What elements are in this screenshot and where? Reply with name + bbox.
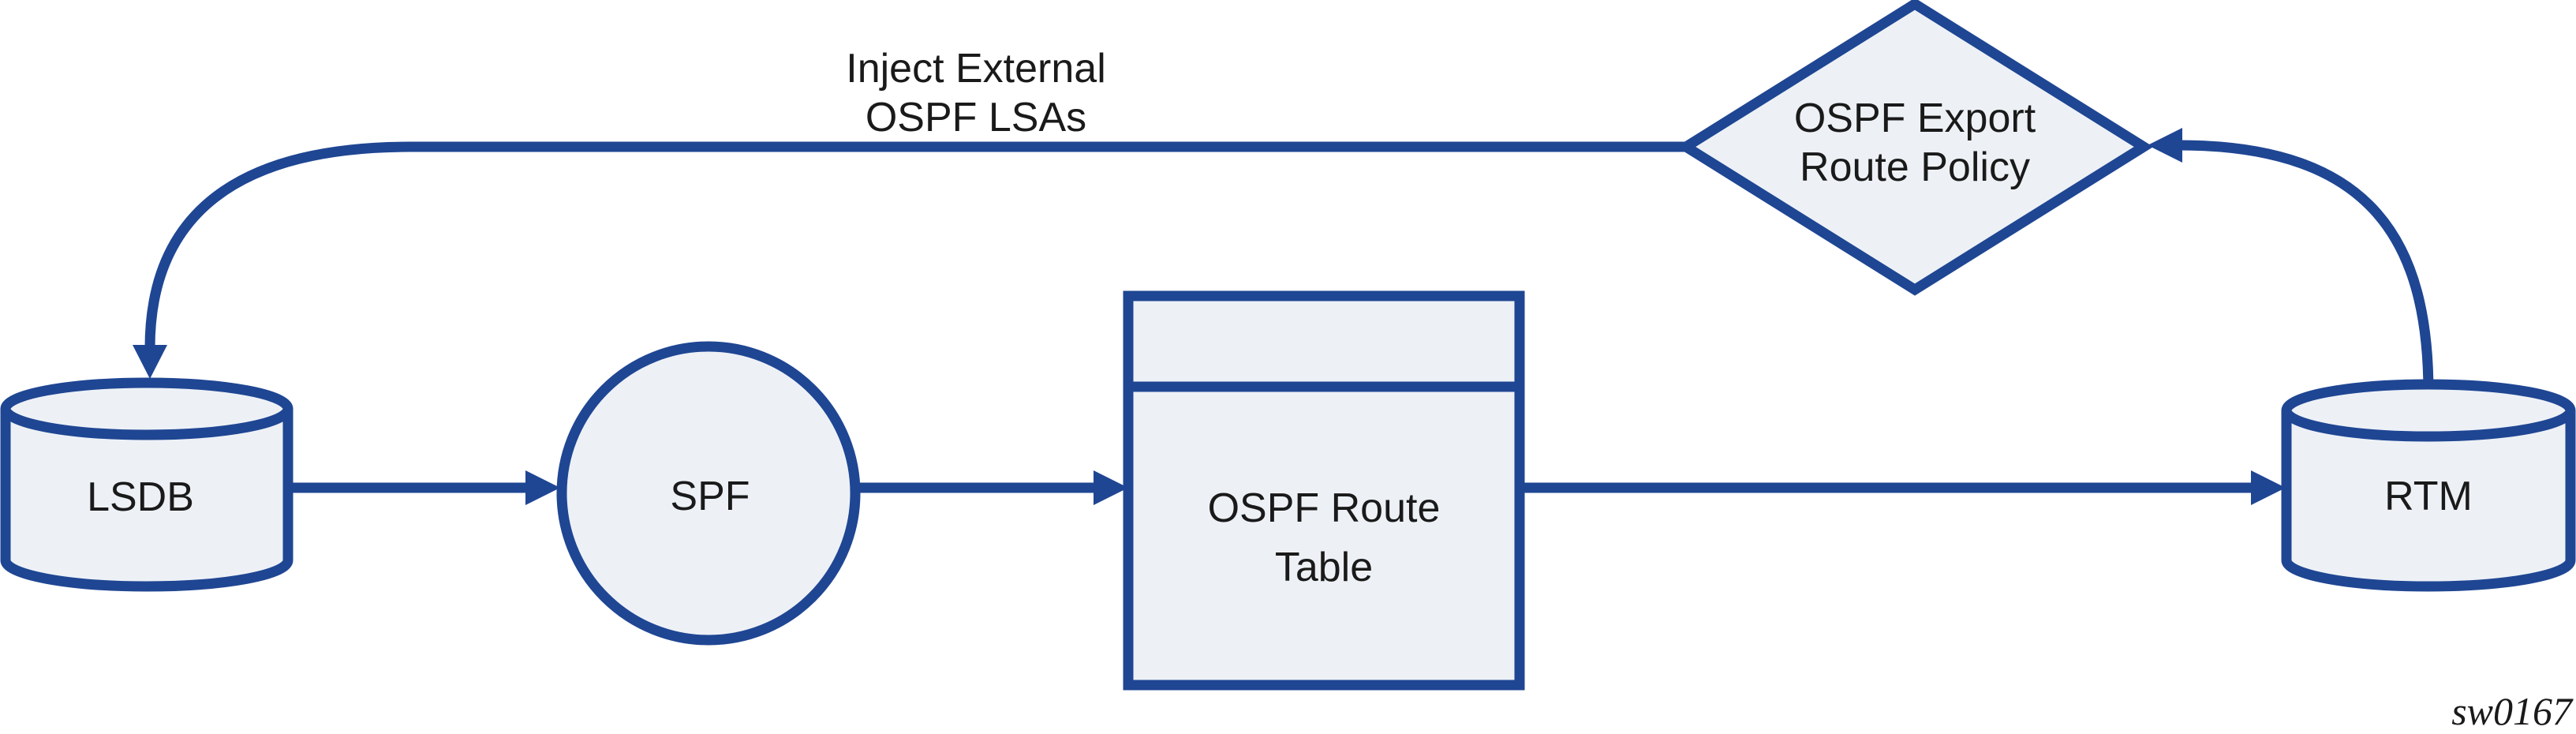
arrowhead-into-rtm-icon — [2251, 470, 2286, 505]
spf-label: SPF — [670, 474, 750, 519]
edge-rtm-to-export-policy — [2178, 140, 2434, 394]
inject-annotation-line1: Inject External — [846, 46, 1106, 92]
rtm-label: RTM — [2384, 474, 2473, 519]
figure-caption: sw0167 — [2451, 689, 2574, 733]
edge-export-policy-to-lsdb — [144, 141, 1686, 349]
arrowhead-into-export-policy-icon — [2148, 128, 2182, 163]
route-table-box — [1123, 290, 1525, 691]
export-policy-label-line1: OSPF Export — [1794, 95, 2036, 141]
lsdb-cylinder-top — [0, 377, 293, 440]
arrowhead-into-route-table-icon — [1094, 470, 1128, 505]
rtm-cylinder-body — [2281, 410, 2576, 592]
route-table-label-line1: OSPF Route — [1208, 485, 1441, 531]
node-route-table: OSPF Route Table — [1123, 290, 1525, 691]
arrowhead-into-lsdb-icon — [133, 345, 167, 379]
inject-annotation-line2: OSPF LSAs — [866, 95, 1086, 140]
node-rtm: RTM — [2281, 379, 2576, 592]
spf-circle — [556, 341, 861, 646]
export-policy-label-line2: Route Policy — [1800, 144, 2030, 190]
lsdb-cylinder-body — [0, 409, 293, 592]
node-spf: SPF — [556, 341, 861, 646]
rtm-cylinder-top — [2281, 379, 2576, 442]
route-table-label-line2: Table — [1275, 545, 1373, 590]
inject-external-annotation: Inject External OSPF LSAs — [846, 46, 1106, 140]
node-export-policy: OSPF Export Route Policy — [1676, 0, 2154, 296]
export-policy-diamond — [1676, 0, 2154, 296]
node-lsdb: LSDB — [0, 377, 293, 592]
arrowhead-into-spf-icon — [525, 470, 560, 505]
lsdb-label: LSDB — [87, 474, 194, 520]
